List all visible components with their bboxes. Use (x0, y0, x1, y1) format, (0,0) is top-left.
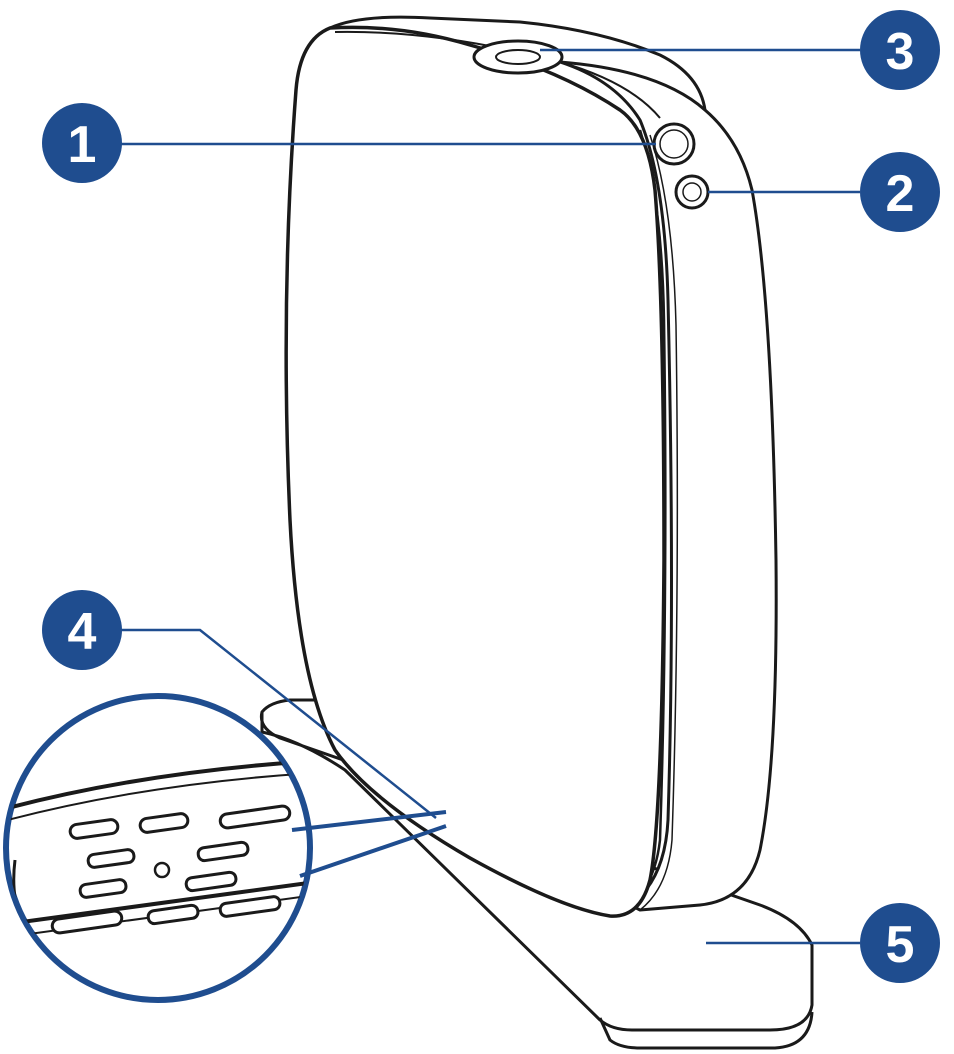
callout-label: 4 (68, 603, 97, 661)
leader-lines (118, 48, 860, 945)
callout-label: 1 (68, 116, 97, 174)
vent-magnifier (3, 693, 447, 1003)
callout-label: 5 (886, 916, 915, 974)
callout-5: 5 (860, 903, 940, 983)
callout-1: 1 (42, 103, 122, 183)
router-front-face (284, 25, 666, 918)
front-button-icon (652, 122, 696, 166)
router-top-edge (329, 15, 707, 119)
indicator-light-icon (674, 174, 710, 210)
callout-label: 3 (886, 23, 915, 81)
vent-grille (8, 758, 308, 939)
callout-3: 3 (860, 10, 940, 90)
callout-2: 2 (860, 152, 940, 232)
top-button-icon (472, 39, 564, 75)
callout-label: 2 (886, 165, 915, 223)
callout-4: 4 (42, 590, 122, 670)
leader-line-4 (118, 628, 437, 819)
